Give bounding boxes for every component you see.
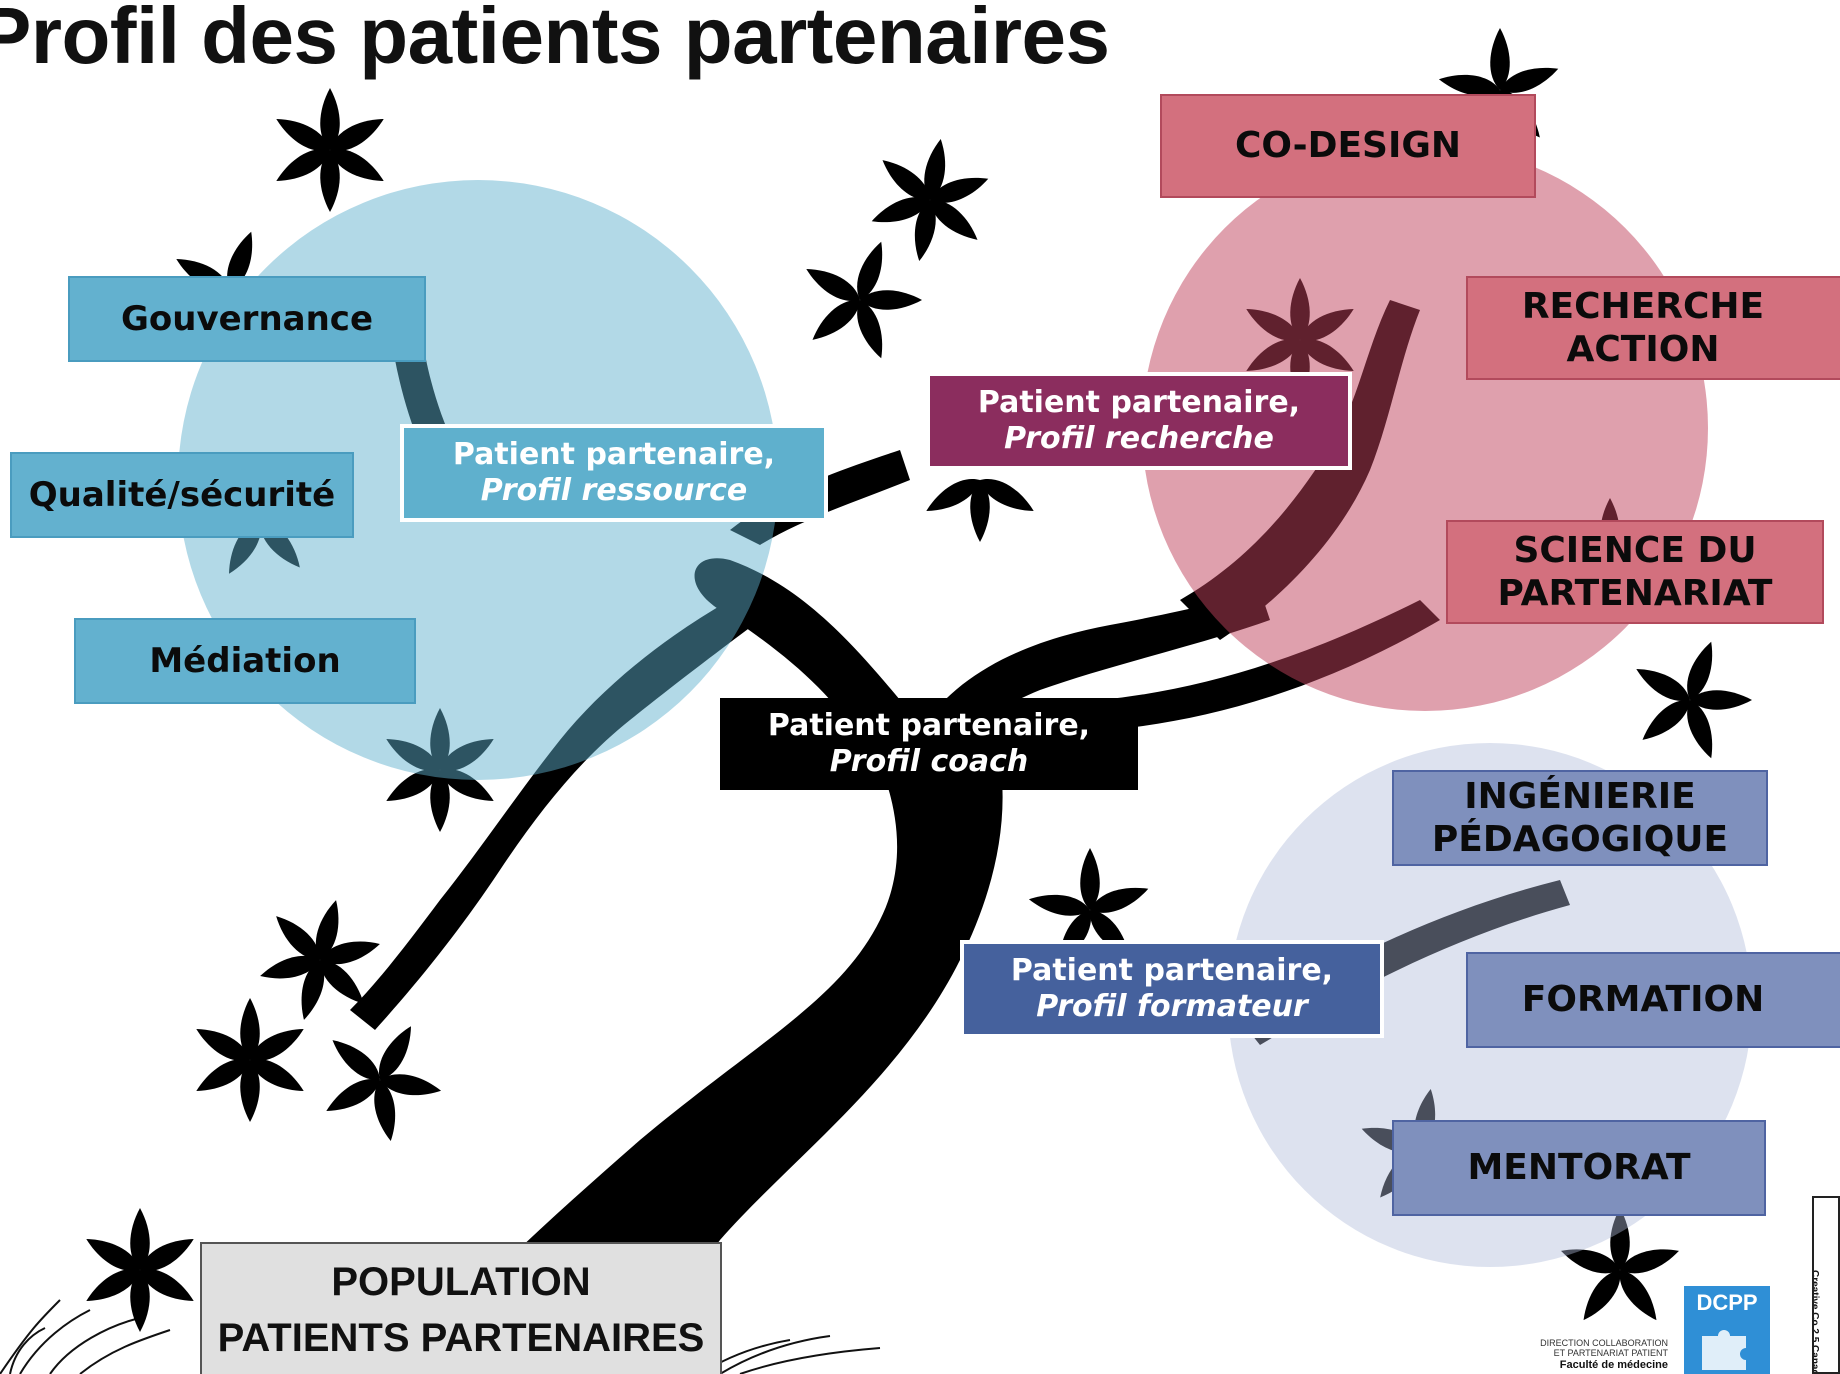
activity-mediation: Médiation [74, 618, 416, 704]
population-line2: PATIENTS PARTENAIRES [217, 1316, 705, 1360]
profile-recherche-line1: Patient partenaire, [977, 385, 1301, 420]
activity-recherche-action: RECHERCHE ACTION [1466, 276, 1840, 380]
activity-ingenierie-pedagogique: INGÉNIERIE PÉDAGOGIQUE [1392, 770, 1768, 866]
org-line-3: Faculté de médecine [1559, 1358, 1668, 1371]
org-name: DIRECTION COLLABORATION ET PARTENARIAT P… [1488, 1338, 1668, 1371]
page-title: Profil des patients partenaires [0, 0, 1110, 80]
profile-ressource: Patient partenaire, Profil ressource [400, 424, 828, 522]
activity-formation: FORMATION [1466, 952, 1840, 1048]
profile-recherche-line2: Profil recherche [1004, 421, 1274, 456]
activity-co-design: CO-DESIGN [1160, 94, 1536, 198]
creative-commons-badge: Creative Co 2.5 Canada [1812, 1196, 1840, 1374]
license-text: Creative Co 2.5 Canada [1812, 1270, 1820, 1372]
grass [0, 1299, 881, 1374]
profile-formateur-line1: Patient partenaire, [1010, 953, 1334, 988]
activity-qualite-securite: Qualité/sécurité [10, 452, 354, 538]
org-line-1: DIRECTION COLLABORATION [1540, 1338, 1668, 1348]
profile-formateur: Patient partenaire, Profil formateur [960, 940, 1384, 1038]
profile-coach-line2: Profil coach [829, 744, 1029, 779]
activity-gouvernance: Gouvernance [68, 276, 426, 362]
population-line1: POPULATION [331, 1260, 591, 1304]
profile-coach-line1: Patient partenaire, [767, 708, 1091, 743]
profile-recherche: Patient partenaire, Profil recherche [926, 372, 1352, 470]
activity-mentorat: MENTORAT [1392, 1120, 1766, 1216]
profile-coach: Patient partenaire, Profil coach [720, 698, 1138, 790]
profile-ressource-line1: Patient partenaire, [452, 437, 776, 472]
dcpp-logo-text: DCPP [1696, 1290, 1758, 1315]
dcpp-logo: DCPP [1684, 1286, 1770, 1374]
org-line-2: ET PARTENARIAT PATIENT [1553, 1348, 1668, 1359]
profile-formateur-line2: Profil formateur [1036, 989, 1308, 1024]
puzzle-icon [1702, 1330, 1746, 1370]
activity-science-partenariat: SCIENCE DU PARTENARIAT [1446, 520, 1824, 624]
population-box: POPULATION PATIENTS PARTENAIRES [200, 1242, 722, 1374]
profile-ressource-line2: Profil ressource [480, 473, 748, 508]
